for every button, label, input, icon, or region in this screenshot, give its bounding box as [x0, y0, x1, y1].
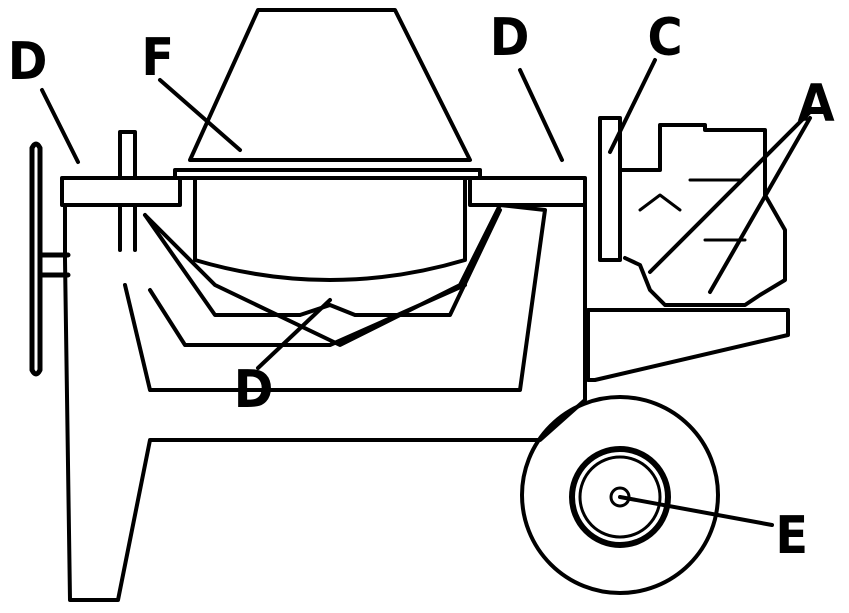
- leader-c: [608, 58, 657, 154]
- wheel-hub-inner: [578, 455, 662, 539]
- drum-cone: [188, 8, 472, 162]
- label-d-top-right: D: [489, 8, 530, 68]
- leader-d-top-right: [518, 68, 564, 162]
- label-d-bottom: D: [233, 360, 274, 420]
- leader-a-1: [648, 110, 812, 274]
- drum-cradle: [143, 208, 502, 317]
- wheel-hub: [569, 446, 671, 548]
- main-frame: [63, 203, 587, 602]
- motor-platform: [586, 308, 790, 382]
- top-beam: [60, 176, 587, 207]
- handwheel: [29, 141, 71, 377]
- wheel-outer: [520, 395, 720, 595]
- label-d-top-left: D: [7, 32, 48, 92]
- leader-d-top-left: [40, 88, 80, 164]
- drum-rim: [173, 168, 482, 180]
- leader-e: [618, 495, 774, 527]
- leader-d-bottom: [256, 298, 332, 370]
- label-e: E: [775, 506, 809, 566]
- leader-f: [158, 78, 242, 152]
- engine-block: [598, 116, 787, 307]
- label-f: F: [141, 28, 175, 88]
- leader-a-2: [708, 116, 812, 294]
- label-a: A: [797, 74, 835, 134]
- left-gear-post: [118, 130, 137, 252]
- drum-body: [193, 176, 467, 282]
- label-c: C: [647, 8, 683, 68]
